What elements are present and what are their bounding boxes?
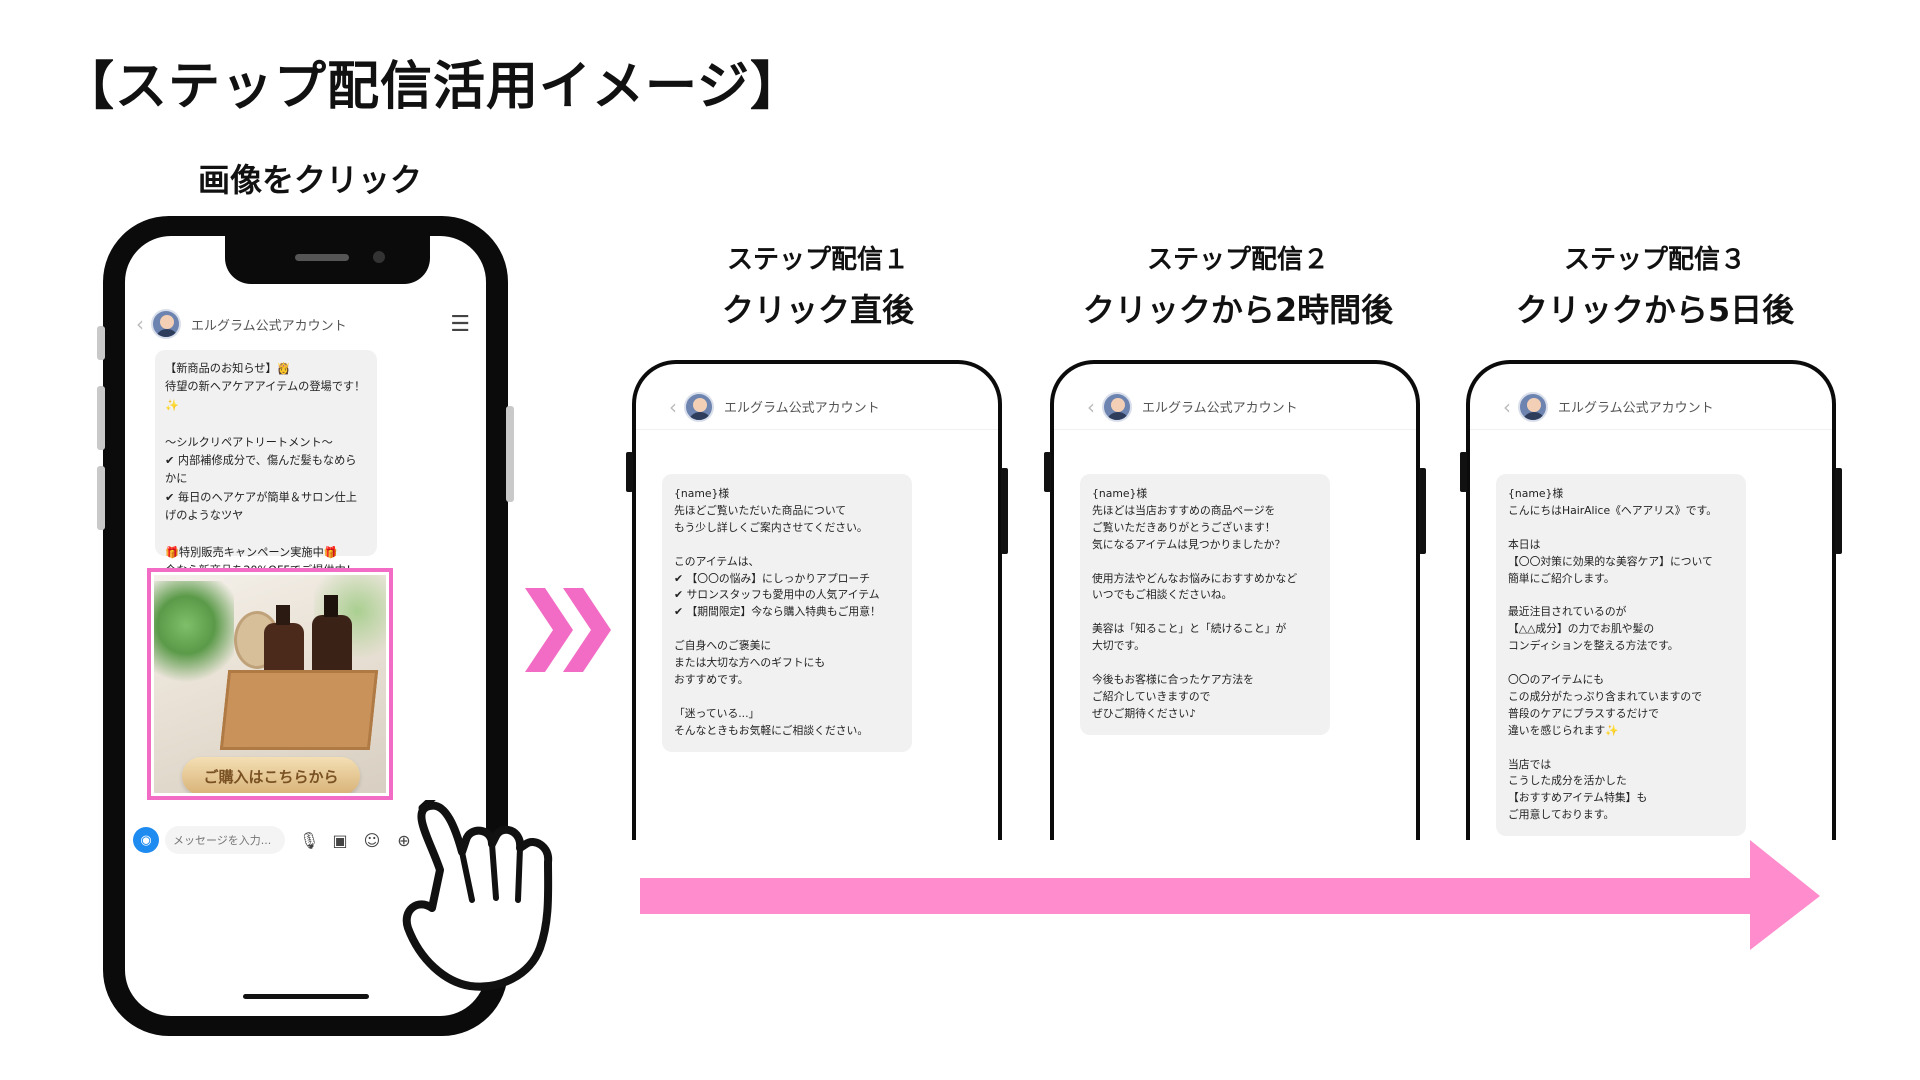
step-3-phone: ‹ エルグラム公式アカウント {name}様 こんにちはHairAlice《ヘア… bbox=[1460, 360, 1842, 840]
message-input[interactable] bbox=[165, 826, 285, 854]
phone-volume-up bbox=[97, 386, 105, 450]
step-1-title: ステップ配信１ bbox=[726, 245, 909, 275]
main-phone: ‹ エルグラム公式アカウント ☰ 【新商品のお知らせ】👸 待望の新ヘアケアアイテ… bbox=[97, 216, 514, 1036]
front-camera bbox=[373, 251, 385, 263]
microphone-icon[interactable]: 🎙 bbox=[299, 830, 320, 850]
step-2-subtitle: クリックから2時間後 bbox=[1082, 291, 1394, 329]
back-chevron-icon[interactable]: ‹ bbox=[1503, 394, 1511, 419]
account-avatar bbox=[1518, 391, 1548, 422]
step-3-title: ステップ配信３ bbox=[1563, 245, 1746, 275]
phone-power-button bbox=[1835, 468, 1842, 554]
step-1-heading: ステップ配信１ クリック直後 bbox=[628, 240, 1008, 334]
back-chevron-icon[interactable]: ‹ bbox=[136, 312, 144, 336]
click-caption: 画像をクリック bbox=[197, 161, 422, 199]
message-bubble: 【新商品のお知らせ】👸 待望の新ヘアケアアイテムの登場です！✨ 〜シルクリペアト… bbox=[155, 350, 377, 633]
step-1-subtitle: クリック直後 bbox=[721, 291, 914, 329]
step-3-subtitle: クリックから5日後 bbox=[1515, 291, 1795, 329]
promo-image[interactable]: ご購入はこちらから bbox=[154, 575, 386, 793]
phone-volume-down bbox=[97, 466, 105, 530]
pointing-hand-icon bbox=[402, 800, 553, 991]
wooden-crate bbox=[219, 670, 379, 750]
account-name: エルグラム公式アカウント bbox=[1142, 401, 1298, 416]
phone-screen: ‹ エルグラム公式アカウント ☰ 【新商品のお知らせ】👸 待望の新ヘアケアアイテ… bbox=[125, 236, 486, 1016]
purchase-button[interactable]: ご購入はこちらから bbox=[182, 757, 360, 793]
chat-header: ‹ エルグラム公式アカウント bbox=[1470, 384, 1832, 430]
double-chevron-arrow-icon bbox=[525, 588, 611, 672]
sticker-icon[interactable]: ☺ bbox=[363, 830, 381, 850]
chat-header: ‹ エルグラム公式アカウント ☰ bbox=[125, 300, 486, 348]
account-name: エルグラム公式アカウント bbox=[1558, 401, 1714, 416]
step-2-heading: ステップ配信２ クリックから2時間後 bbox=[1048, 240, 1428, 334]
account-name: エルグラム公式アカウント bbox=[724, 401, 880, 416]
plant-decoration bbox=[154, 581, 234, 691]
timeline-arrow-icon bbox=[640, 840, 1820, 950]
chat-header: ‹ エルグラム公式アカウント bbox=[636, 384, 998, 430]
step-3-message-bubble: {name}様 こんにちはHairAlice《ヘアアリス》です。 本日は 【〇〇… bbox=[1496, 474, 1746, 837]
account-avatar bbox=[684, 391, 714, 422]
chat-header: ‹ エルグラム公式アカウント bbox=[1054, 384, 1416, 430]
step-2-phone: ‹ エルグラム公式アカウント {name}様 先ほどは当店おすすめの商品ページを… bbox=[1044, 360, 1426, 840]
page-title: 【ステップ配信活用イメージ】 bbox=[62, 57, 803, 117]
phone-side-button bbox=[626, 452, 633, 492]
step-2-title: ステップ配信２ bbox=[1146, 245, 1329, 275]
back-chevron-icon[interactable]: ‹ bbox=[669, 394, 677, 419]
home-indicator bbox=[243, 994, 369, 999]
account-avatar bbox=[1102, 391, 1132, 422]
phone-notch bbox=[225, 236, 430, 284]
plus-icon[interactable]: ⊕ bbox=[397, 830, 411, 850]
back-chevron-icon[interactable]: ‹ bbox=[1087, 394, 1095, 419]
image-icon[interactable]: ▣ bbox=[332, 830, 348, 850]
hamburger-menu-icon[interactable]: ☰ bbox=[450, 312, 470, 337]
phone-side-button bbox=[97, 326, 105, 360]
speaker bbox=[295, 254, 349, 261]
account-avatar bbox=[151, 309, 181, 339]
camera-icon[interactable]: ◉ bbox=[133, 827, 159, 853]
phone-side-button bbox=[1044, 452, 1051, 492]
step-2-message-bubble: {name}様 先ほどは当店おすすめの商品ページを ご覧いただきありがとうござい… bbox=[1080, 474, 1330, 735]
step-1-message-bubble: {name}様 先ほどご覧いただいた商品について もう少し詳しくご案内させてくだ… bbox=[662, 474, 912, 752]
step-3-heading: ステップ配信３ クリックから5日後 bbox=[1465, 240, 1845, 334]
message-input-bar: ◉ 🎙 ▣ ☺ ⊕ bbox=[133, 822, 478, 858]
phone-power-button bbox=[1001, 468, 1008, 554]
step-1-phone: ‹ エルグラム公式アカウント {name}様 先ほどご覧いただいた商品について … bbox=[626, 360, 1008, 840]
phone-power-button bbox=[1419, 468, 1426, 554]
phone-side-button bbox=[1460, 452, 1467, 492]
promo-image-highlight[interactable]: ご購入はこちらから bbox=[147, 568, 393, 800]
phone-power-button bbox=[506, 406, 514, 502]
account-name: エルグラム公式アカウント bbox=[191, 318, 347, 334]
